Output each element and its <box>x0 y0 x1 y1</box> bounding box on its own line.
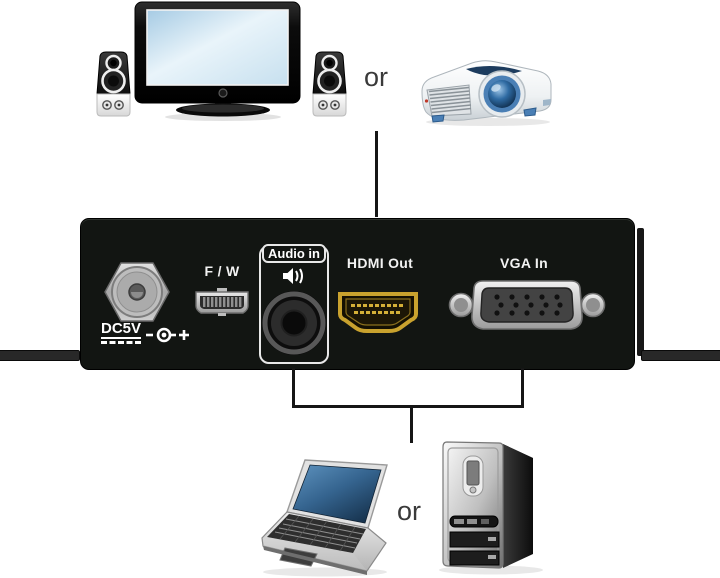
tv-icon <box>134 1 301 121</box>
vga-in-label: VGA In <box>500 255 548 271</box>
speaker-glyph-icon <box>283 268 303 284</box>
polarity-icon <box>146 327 189 343</box>
desktop-tower-icon <box>439 441 543 575</box>
vga-port-icon <box>448 280 606 330</box>
audio-jack-icon <box>262 291 326 355</box>
left-speaker-icon <box>96 51 131 117</box>
audio-in-group: Audio in <box>259 244 329 364</box>
tv-with-speakers-icon <box>96 1 347 121</box>
converter-rear-panel: DC5V F / W <box>80 218 635 370</box>
left-mount-flange <box>0 350 80 361</box>
firmware-label: F / W <box>204 263 240 279</box>
power-label-text: DC5V <box>101 320 142 339</box>
or-label-bottom: or <box>397 496 422 526</box>
connector-line-audio <box>292 368 295 408</box>
connector-line-vga <box>521 368 524 408</box>
power-label: DC5V <box>101 320 142 344</box>
dc-symbol-icon <box>101 341 141 344</box>
or-label-top: or <box>364 62 389 92</box>
hdmi-out-label: HDMI Out <box>346 255 414 271</box>
laptop-icon <box>261 459 388 577</box>
connector-line-top <box>375 131 378 217</box>
hdmi-port-icon <box>338 292 418 333</box>
right-speaker-icon <box>312 51 347 117</box>
connector-line-source <box>410 405 413 443</box>
dc-power-jack-icon <box>104 262 170 322</box>
right-mount-flange <box>641 350 720 361</box>
projector-icon <box>421 60 552 126</box>
projector-lens-icon <box>478 70 526 118</box>
connector-line-horizontal <box>292 405 524 408</box>
projector-vent-icon <box>426 84 472 117</box>
right-mount-tab <box>637 228 644 356</box>
mini-usb-port-icon <box>195 288 249 316</box>
audio-in-label: Audio in <box>262 244 326 263</box>
